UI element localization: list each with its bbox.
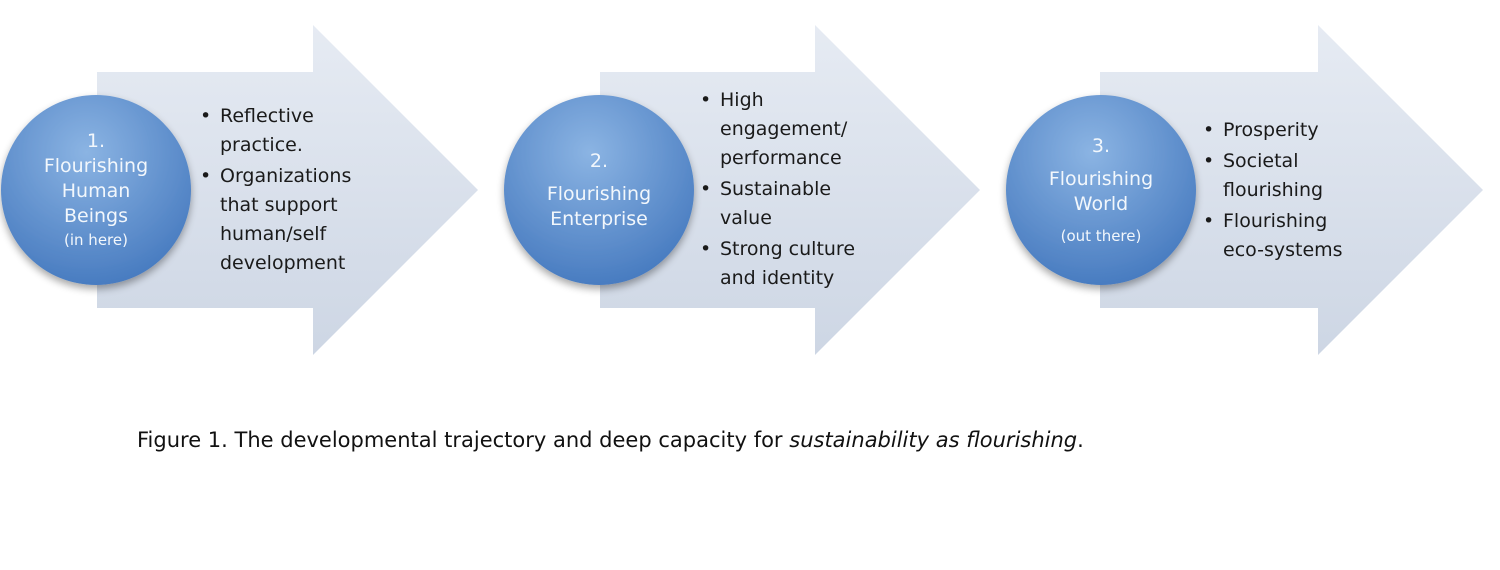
stage-3-bullet-1: Prosperity [1203,116,1343,145]
stage-2-title-line-1: Flourishing [546,182,652,205]
stage-1-title-line-1: Flourishing [43,155,149,177]
stage-3-label: 3. Flourishing World (out there) [1016,105,1186,275]
stage-2-title-line-2: Enterprise [550,207,648,230]
stage-3-bullet-list: Prosperity Societal flourishing Flourish… [1203,116,1343,267]
stage-1-circle [1,95,191,285]
stage-1-bullet-2: Organizations that support human/self de… [200,162,351,278]
stage-3-bullet-2: Societal flourishing [1203,147,1343,205]
stage-2-bullet-1: High engagement/ performance [700,86,855,173]
stage-2-bullet-3: Strong culture and identity [700,235,855,293]
stage-1-note: (in here) [64,231,128,249]
stage-3-number: 3. [1091,134,1111,157]
stage-1-label: 1. Flourishing Human Beings (in here) [11,105,181,275]
stage-2-circle [504,95,694,285]
flow-diagram [1,25,1483,355]
caption-prefix: Figure 1. The developmental trajectory a… [137,428,790,452]
stage-1-title-line-2: Human [61,180,131,202]
stage-2-number: 2. [589,149,609,172]
stage-3-title-line-1: Flourishing [1048,167,1154,190]
stage-2-bullet-list: High engagement/ performance Sustainable… [700,86,855,295]
stage-2-label: 2. Flourishing Enterprise [514,105,684,275]
stage-3-title-line-2: World [1073,192,1129,215]
figure-caption: Figure 1. The developmental trajectory a… [137,428,1084,452]
stage-3-bullet-3: Flourishing eco-systems [1203,207,1343,265]
caption-emphasis: sustainability as flourishing [789,428,1078,452]
stage-2-bullet-2: Sustainable value [700,175,855,233]
caption-suffix: . [1077,428,1084,452]
stage-3-circle [1006,95,1196,285]
stage-1-bullet-list: Reflective practice. Organizations that … [200,102,351,280]
stage-1-number: 1. [86,130,106,152]
stage-1-title-line-3: Beings [63,205,128,227]
stage-1-bullet-1: Reflective practice. [200,102,351,160]
stage-3-note: (out there) [1060,226,1142,245]
